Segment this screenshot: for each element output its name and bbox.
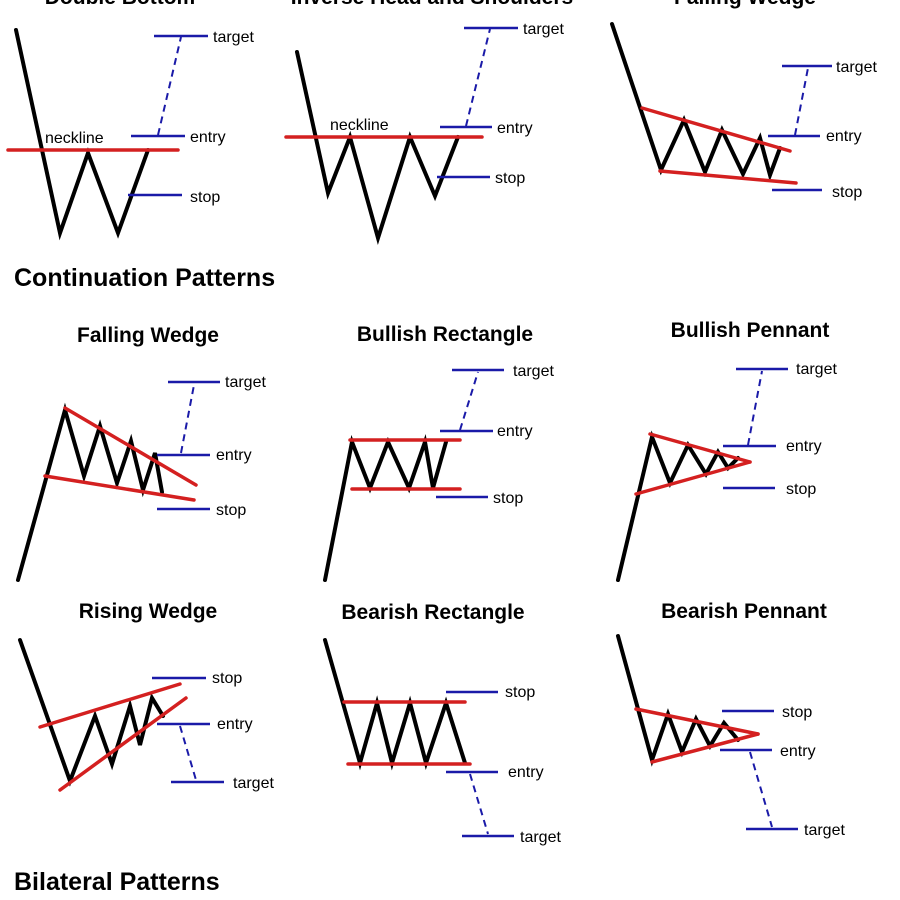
- entry-label: entry: [217, 716, 253, 733]
- target-label: target: [213, 29, 254, 46]
- stop-label: stop: [212, 670, 242, 687]
- target-label: target: [513, 363, 554, 380]
- pattern-rising-wedge: Rising Wedge stop entry target: [18, 600, 274, 792]
- target-label: target: [523, 21, 564, 38]
- pattern-title: Inverse Head and Shoulders: [291, 0, 573, 9]
- entry-label: entry: [826, 128, 862, 145]
- pattern-bearish-rectangle: Bearish Rectangle stop entry target: [323, 601, 561, 846]
- entry-label: entry: [497, 120, 533, 137]
- pattern-falling-wedge: Falling Wedge target entry stop: [16, 324, 266, 582]
- lower-trendline: [650, 732, 760, 764]
- target-label: target: [804, 822, 845, 839]
- section-heading-continuation: Continuation Patterns: [14, 264, 275, 292]
- pattern-title: Falling Wedge: [674, 0, 816, 9]
- stop-label: stop: [786, 481, 816, 498]
- lower-trendline: [58, 696, 188, 792]
- target-projection: [459, 371, 479, 431]
- section-heading-bilateral: Bilateral Patterns: [14, 868, 220, 896]
- pattern-title: Bullish Rectangle: [357, 323, 533, 346]
- target-label: target: [836, 59, 877, 76]
- lower-trendline: [634, 460, 752, 496]
- target-label: target: [225, 374, 266, 391]
- neckline-label: neckline: [45, 130, 104, 147]
- target-projection: [157, 36, 182, 136]
- price-path: [616, 430, 740, 582]
- pattern-falling-wedge-top: Falling Wedge target entry stop: [610, 0, 877, 201]
- entry-label: entry: [190, 129, 226, 146]
- target-label: target: [233, 775, 274, 792]
- upper-trendline: [63, 406, 198, 487]
- pattern-bullish-pennant: Bullish Pennant target entry stop: [616, 319, 837, 582]
- stop-label: stop: [505, 684, 535, 701]
- pattern-title: Falling Wedge: [77, 324, 219, 347]
- stop-label: stop: [493, 490, 523, 507]
- price-path: [323, 638, 467, 771]
- target-projection: [469, 773, 489, 835]
- price-path: [610, 22, 782, 182]
- price-path: [323, 434, 448, 582]
- target-projection: [179, 725, 197, 781]
- target-projection: [465, 28, 491, 127]
- lower-trendline: [43, 474, 196, 502]
- target-projection: [747, 370, 763, 446]
- target-projection: [180, 384, 195, 454]
- target-label: target: [796, 361, 837, 378]
- target-projection: [749, 751, 773, 828]
- pattern-title: Rising Wedge: [79, 600, 217, 623]
- stop-label: stop: [782, 704, 812, 721]
- neckline-label: neckline: [330, 117, 389, 134]
- pattern-inverse-head-and-shoulders: Inverse Head and Shoulders neckline targ…: [284, 0, 573, 246]
- stop-label: stop: [216, 502, 246, 519]
- stop-label: stop: [832, 184, 862, 201]
- stop-label: stop: [190, 189, 220, 206]
- price-path: [616, 634, 740, 767]
- upper-trendline: [640, 106, 792, 153]
- pattern-title: Bearish Rectangle: [341, 601, 524, 624]
- price-path: [14, 28, 150, 241]
- stop-label: stop: [495, 170, 525, 187]
- upper-trendline: [648, 432, 752, 464]
- entry-label: entry: [497, 423, 533, 440]
- upper-trendline: [634, 707, 760, 736]
- target-label: target: [520, 829, 561, 846]
- price-path: [16, 402, 164, 582]
- pattern-title: Bullish Pennant: [671, 319, 830, 342]
- price-path: [18, 638, 165, 787]
- pattern-bullish-rectangle: Bullish Rectangle target entry stop: [323, 323, 554, 582]
- pattern-bearish-pennant: Bearish Pennant stop entry target: [616, 600, 845, 839]
- upper-trendline: [38, 682, 182, 729]
- pattern-double-bottom: Double Bottom neckline target entry stop: [6, 0, 254, 241]
- price-path: [295, 50, 460, 246]
- target-projection: [794, 67, 809, 136]
- pattern-title: Bearish Pennant: [661, 600, 827, 623]
- pattern-title: Double Bottom: [45, 0, 195, 9]
- entry-label: entry: [216, 447, 252, 464]
- entry-label: entry: [780, 743, 816, 760]
- entry-label: entry: [786, 438, 822, 455]
- entry-label: entry: [508, 764, 544, 781]
- lower-trendline: [658, 169, 798, 185]
